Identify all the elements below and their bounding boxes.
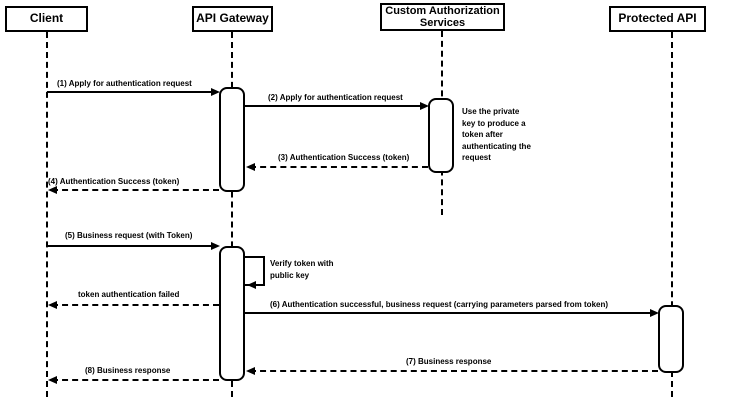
- lifeline-api-gateway: [231, 32, 233, 397]
- message-1-line: [47, 91, 215, 93]
- message-2-label: (2) Apply for authentication request: [268, 93, 403, 102]
- message-8-label: (6) Authentication successful, business …: [270, 300, 609, 309]
- message-8-line: [245, 312, 654, 314]
- actor-custom-authorization-services-label: Custom Authorization Services: [385, 4, 500, 29]
- activation-api-gateway-auth: [219, 87, 245, 192]
- message-4-line: [52, 189, 219, 191]
- message-5-label: (5) Business request (with Token): [65, 231, 193, 240]
- actor-custom-authorization-services: Custom Authorization Services: [380, 3, 505, 31]
- self-message-label: Verify token with public key: [270, 259, 334, 280]
- message-8-arrowhead: [650, 309, 659, 317]
- message-4-arrowhead: [48, 186, 57, 194]
- actor-api-gateway-label: API Gateway: [196, 11, 269, 26]
- message-10-line: [52, 379, 219, 381]
- message-9-arrowhead: [246, 367, 255, 375]
- actor-protected-api: Protected API: [609, 6, 706, 32]
- message-3-line: [250, 166, 428, 168]
- lifeline-protected-api: [671, 32, 673, 397]
- message-7-line: [52, 304, 219, 306]
- message-2-arrowhead: [420, 102, 429, 110]
- actor-protected-api-label: Protected API: [618, 11, 697, 26]
- message-1-label: (1) Apply for authentication request: [57, 79, 192, 88]
- message-7-label: token authentication failed: [78, 290, 180, 299]
- message-5-line: [47, 245, 215, 247]
- actor-client-label: Client: [29, 11, 64, 26]
- activation-protected-api: [658, 305, 684, 373]
- self-message-arrowhead: [247, 281, 256, 289]
- note-private-key: Use the private key to produce a token a…: [462, 107, 531, 163]
- activation-api-gateway-business: [219, 246, 245, 381]
- message-3-arrowhead: [246, 163, 255, 171]
- message-5-arrowhead: [211, 242, 220, 250]
- message-9-line: [250, 370, 658, 372]
- actor-api-gateway: API Gateway: [192, 6, 273, 32]
- message-7-arrowhead: [48, 301, 57, 309]
- message-9-label: (7) Business response: [406, 357, 492, 366]
- message-1-arrowhead: [211, 88, 220, 96]
- message-4-label: (4) Authentication Success (token): [48, 177, 180, 186]
- lifeline-client: [46, 32, 48, 397]
- message-10-label: (8) Business response: [85, 366, 171, 375]
- message-2-line: [245, 105, 424, 107]
- activation-custom-authorization-services: [428, 98, 454, 173]
- actor-client: Client: [5, 6, 88, 32]
- message-10-arrowhead: [48, 376, 57, 384]
- message-3-label: (3) Authentication Success (token): [278, 153, 410, 162]
